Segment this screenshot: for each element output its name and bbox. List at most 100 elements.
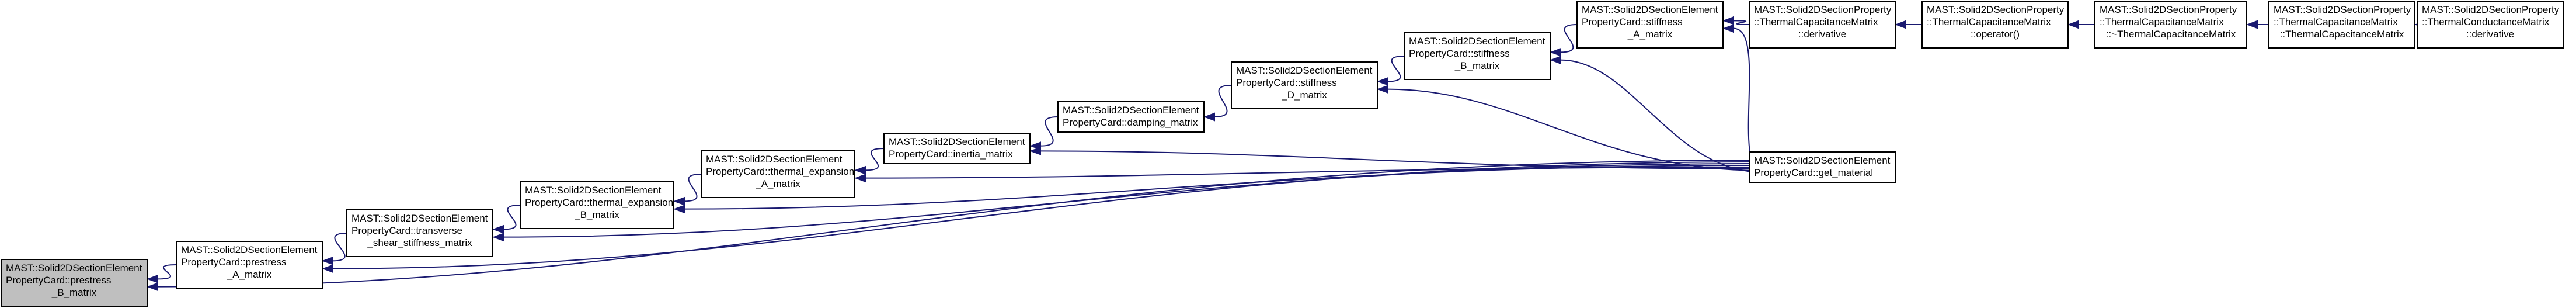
graph-node[interactable]: MAST::Solid2DSectionProperty::ThermalCap…: [1749, 1, 1896, 49]
node-box: [346, 209, 493, 257]
node-label-line: MAST::Solid2DSectionProperty: [2274, 4, 2411, 15]
node-label-line: PropertyCard::stiffness: [1236, 77, 1337, 88]
graph-node[interactable]: MAST::Solid2DSectionElementPropertyCard:…: [883, 133, 1031, 164]
call-edge: [147, 160, 1756, 292]
call-edge: [854, 167, 1760, 183]
node-label-line: MAST::Solid2DSectionElement: [181, 244, 318, 255]
arrowhead-icon: [1029, 146, 1041, 155]
graph-node[interactable]: MAST::Solid2DSectionElementPropertyCard:…: [1749, 151, 1896, 183]
node-label-line: PropertyCard::thermal_expansion: [525, 197, 673, 208]
arrowhead-icon: [854, 165, 866, 175]
graph-node[interactable]: MAST::Solid2DSectionElementPropertyCard:…: [1404, 32, 1551, 80]
arrowhead-icon: [492, 233, 504, 242]
node-label-line: MAST::Solid2DSectionElement: [525, 185, 662, 196]
node-label-line: _A_matrix: [227, 269, 272, 280]
node-label-line: MAST::Solid2DSectionProperty: [2422, 4, 2560, 15]
arrowhead-icon: [2067, 20, 2079, 29]
edges-layer: [147, 16, 2435, 292]
call-edge: [2067, 20, 2095, 29]
node-label-line: ::ThermalCapacitanceMatrix: [2100, 16, 2224, 27]
call-edge: [1377, 85, 1763, 171]
node-label-line: PropertyCard::get_material: [1754, 167, 1873, 178]
node-label-line: MAST::Solid2DSectionElement: [1236, 65, 1373, 76]
call-edge: [1722, 16, 1750, 25]
node-box: [176, 241, 323, 289]
arrowhead-icon: [322, 264, 333, 274]
node-label-line: ::derivative: [1798, 29, 1846, 40]
node-label-line: _D_matrix: [1281, 89, 1327, 101]
call-edge: [1895, 20, 1922, 29]
graph-node[interactable]: MAST::Solid2DSectionElementPropertyCard:…: [176, 241, 323, 289]
node-box: [1576, 1, 1724, 49]
node-label-line: MAST::Solid2DSectionElement: [1582, 4, 1718, 15]
arrowhead-icon: [2246, 20, 2258, 29]
node-label-line: PropertyCard::prestress: [181, 257, 286, 268]
node-box: [1231, 61, 1378, 109]
arrowhead-icon: [1550, 47, 1561, 57]
node-label-line: _B_matrix: [574, 209, 619, 220]
graph-node[interactable]: MAST::Solid2DSectionProperty::ThermalCap…: [1921, 1, 2069, 49]
node-label-line: ::ThermalCapacitanceMatrix: [1927, 16, 2051, 27]
node-label-line: ::~ThermalCapacitanceMatrix: [2106, 29, 2236, 40]
node-label-line: ::ThermalCapacitanceMatrix: [1754, 16, 1878, 27]
node-box: [1057, 101, 1205, 133]
call-edge: [1550, 56, 1764, 173]
node-label-line: _B_matrix: [1454, 60, 1500, 71]
node-box: [701, 150, 855, 198]
call-edge: [854, 148, 885, 175]
node-label-line: _A_matrix: [1627, 29, 1673, 40]
graph-node[interactable]: MAST::Solid2DSectionProperty::ThermalCon…: [2417, 1, 2564, 49]
node-box: [2094, 1, 2247, 49]
call-edge: [1203, 85, 1232, 122]
node-label-line: MAST::Solid2DSectionProperty: [1927, 4, 2065, 15]
graph-node[interactable]: MAST::Solid2DSectionElementPropertyCard:…: [1057, 101, 1205, 133]
graph-node[interactable]: MAST::Solid2DSectionElementPropertyCard:…: [1576, 1, 1724, 49]
arrowhead-icon: [1377, 77, 1388, 86]
node-label-line: MAST::Solid2DSectionElement: [351, 213, 488, 224]
node-label-line: MAST::Solid2DSectionElement: [889, 136, 1025, 147]
node-box: [1, 259, 148, 307]
call-edge: [2246, 20, 2269, 29]
node-label-line: PropertyCard::stiffness: [1582, 16, 1683, 27]
node-label-line: PropertyCard::thermal_expansion: [706, 166, 854, 177]
node-label-line: ::derivative: [2466, 29, 2514, 40]
node-label-line: PropertyCard::transverse: [351, 225, 462, 236]
arrowhead-icon: [1722, 16, 1734, 25]
node-box: [2417, 1, 2564, 49]
call-edge: [1029, 146, 1762, 169]
arrowhead-icon: [322, 256, 333, 265]
graph-node[interactable]: MAST::Solid2DSectionElementPropertyCard:…: [701, 150, 855, 198]
arrowhead-icon: [492, 224, 504, 234]
graph-node[interactable]: MAST::Solid2DSectionElementPropertyCard:…: [346, 209, 493, 257]
arrowhead-icon: [1550, 56, 1561, 65]
arrowhead-icon: [1377, 85, 1388, 94]
node-label-line: MAST::Solid2DSectionProperty: [2100, 4, 2237, 15]
node-box: [1749, 1, 1896, 49]
graph-node[interactable]: MAST::Solid2DSectionElementPropertyCard:…: [1, 259, 148, 307]
call-edge: [1029, 116, 1059, 151]
graph-node[interactable]: MAST::Solid2DSectionElementPropertyCard:…: [1231, 61, 1378, 109]
node-label-line: ::ThermalCapacitanceMatrix: [2274, 16, 2398, 27]
graph-node[interactable]: MAST::Solid2DSectionProperty::ThermalCap…: [2094, 1, 2247, 49]
arrowhead-icon: [147, 282, 158, 292]
node-label-line: _B_matrix: [51, 287, 97, 298]
arrowhead-icon: [1029, 141, 1041, 151]
arrowhead-icon: [673, 205, 685, 214]
node-label-line: ::operator(): [1971, 29, 2020, 40]
node-label-line: PropertyCard::inertia_matrix: [889, 148, 1013, 160]
node-box: [2268, 1, 2415, 49]
node-label-line: MAST::Solid2DSectionElement: [6, 262, 142, 274]
graph-node[interactable]: MAST::Solid2DSectionProperty::ThermalCap…: [2268, 1, 2415, 49]
node-label-line: _shear_stiffness_matrix: [367, 237, 472, 248]
node-label-line: MAST::Solid2DSectionElement: [1754, 155, 1891, 166]
call-edge: [492, 205, 521, 234]
node-label-line: MAST::Solid2DSectionElement: [1409, 36, 1545, 47]
arrowhead-icon: [673, 196, 685, 206]
node-label-line: MAST::Solid2DSectionElement: [706, 154, 843, 165]
node-box: [1749, 151, 1896, 183]
graph-node[interactable]: MAST::Solid2DSectionElementPropertyCard:…: [520, 181, 674, 229]
arrowhead-icon: [1203, 112, 1215, 122]
node-label-line: PropertyCard::damping_matrix: [1063, 117, 1198, 128]
